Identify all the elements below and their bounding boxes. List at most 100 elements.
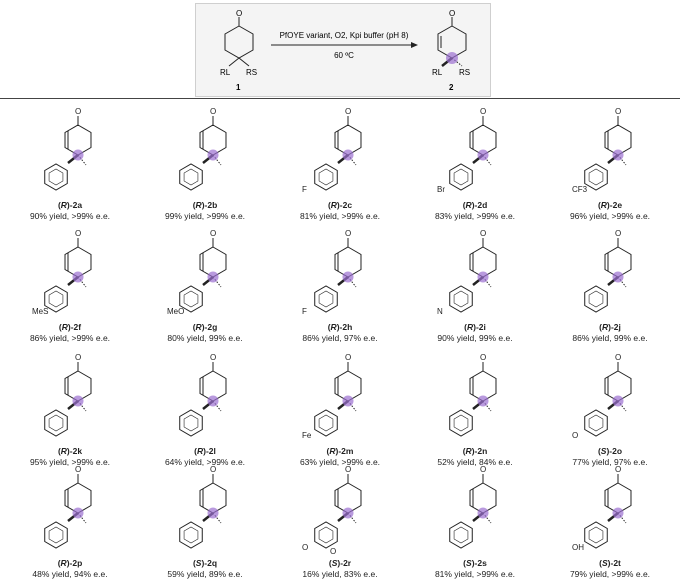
compound-code: 2r	[343, 558, 352, 568]
aryl-ring	[449, 163, 473, 191]
aromatic-circle	[183, 290, 199, 308]
stereocenter-marker-icon	[342, 395, 354, 407]
atom-label: Br	[437, 185, 445, 194]
structure-drawing: OF	[302, 229, 362, 316]
structure-drawing: ON	[437, 229, 497, 316]
compound-code: 2n	[477, 446, 488, 456]
yield-ee-text: 79% yield, >99% e.e.	[569, 569, 651, 579]
compound-label: (S)-2o	[597, 446, 623, 456]
aromatic-circle	[453, 168, 469, 186]
aryl-ring	[314, 521, 338, 549]
hashed-bond	[212, 400, 222, 412]
compound-code: 2o	[612, 446, 623, 456]
yield-ee-text: 48% yield, 94% e.e.	[32, 569, 108, 579]
oxygen-label: O	[210, 229, 216, 238]
compound-code: 2s	[477, 558, 487, 568]
configuration: R	[60, 200, 67, 210]
hashed-bond	[482, 154, 492, 166]
structure-drawing: O	[179, 107, 227, 191]
compound-code: 2a	[72, 200, 83, 210]
aryl-ring	[179, 521, 203, 549]
oxygen-label: O	[615, 229, 621, 238]
structure-drawing: O	[449, 465, 497, 549]
bonds	[44, 362, 92, 437]
hashed-bond	[617, 154, 627, 166]
compound-label: (R)-2e	[597, 200, 623, 210]
compound-label: (R)-2g	[192, 322, 218, 332]
aromatic-circle	[318, 168, 334, 186]
bonds	[314, 362, 362, 437]
hashed-bond	[77, 400, 87, 412]
hashed-bond	[347, 400, 357, 412]
bonds	[314, 474, 362, 549]
bonds	[314, 238, 362, 313]
oxygen-label: O	[75, 107, 81, 116]
aromatic-circle	[48, 526, 64, 544]
hashed-bond	[482, 400, 492, 412]
bonds	[179, 238, 227, 313]
yield-ee-text: 86% yield, 99% e.e.	[572, 333, 648, 343]
oxygen-label: O	[75, 229, 81, 238]
aryl-ring	[584, 285, 608, 313]
yield-ee-text: 83% yield, >99% e.e.	[434, 211, 516, 221]
atom-label: Fe	[302, 431, 312, 440]
substrate-number: 1	[236, 83, 241, 92]
oxygen-label: O	[345, 229, 351, 238]
compound-code: 2t	[613, 558, 621, 568]
aryl-ring	[314, 409, 338, 437]
stereocenter-marker-icon	[477, 149, 489, 161]
compound-label: (S)-2q	[192, 558, 218, 568]
atom-label: F	[302, 307, 307, 316]
stereocenter-marker-icon	[612, 395, 624, 407]
stereocenter-marker-icon	[72, 395, 84, 407]
compound-label: (R)-2l	[194, 446, 216, 456]
atom-label: CF3	[572, 185, 588, 194]
bonds	[449, 362, 497, 437]
compound-label: (R)-2m	[326, 446, 354, 456]
compound-code: 2l	[208, 446, 216, 456]
yield-ee-text: 96% yield, >99% e.e.	[569, 211, 651, 221]
compound-label: (R)-2j	[599, 322, 621, 332]
configuration: S	[466, 558, 472, 568]
stereocenter-marker-icon	[612, 507, 624, 519]
oxygen-label: O	[75, 465, 81, 474]
oxygen-label: O	[480, 465, 486, 474]
aryl-ring	[179, 285, 203, 313]
compound-code: 2j	[613, 322, 621, 332]
configuration: R	[195, 322, 202, 332]
configuration: R	[60, 446, 67, 456]
configuration: R	[466, 322, 474, 332]
compound-label: (S)-2t	[599, 558, 621, 568]
hashed-bond	[617, 276, 627, 288]
stereocenter-marker-icon	[72, 507, 84, 519]
aromatic-circle	[588, 414, 604, 432]
stereocenter-marker-icon	[477, 507, 489, 519]
aromatic-circle	[183, 414, 199, 432]
yield-ee-text: 77% yield, 97% e.e.	[572, 457, 648, 467]
yield-ee-text: 90% yield, >99% e.e.	[29, 211, 111, 221]
oxygen-label: O	[615, 107, 621, 116]
yield-ee-text: 64% yield, >99% e.e.	[164, 457, 246, 467]
yield-ee-text: 81% yield, >99% e.e.	[299, 211, 381, 221]
bonds	[179, 116, 227, 191]
aryl-ring	[584, 409, 608, 437]
hashed-bond	[212, 154, 222, 166]
configuration: R	[195, 200, 202, 210]
structure-drawing: OF	[302, 107, 362, 194]
conditions-reagents: PfOYE variant, O2, Kpi buffer (pH 8)	[280, 31, 409, 40]
structure-drawing: O	[179, 465, 227, 549]
configuration: R	[600, 200, 607, 210]
bonds	[44, 474, 92, 549]
configuration: R	[330, 200, 337, 210]
yield-ee-text: 59% yield, 89% e.e.	[167, 569, 243, 579]
